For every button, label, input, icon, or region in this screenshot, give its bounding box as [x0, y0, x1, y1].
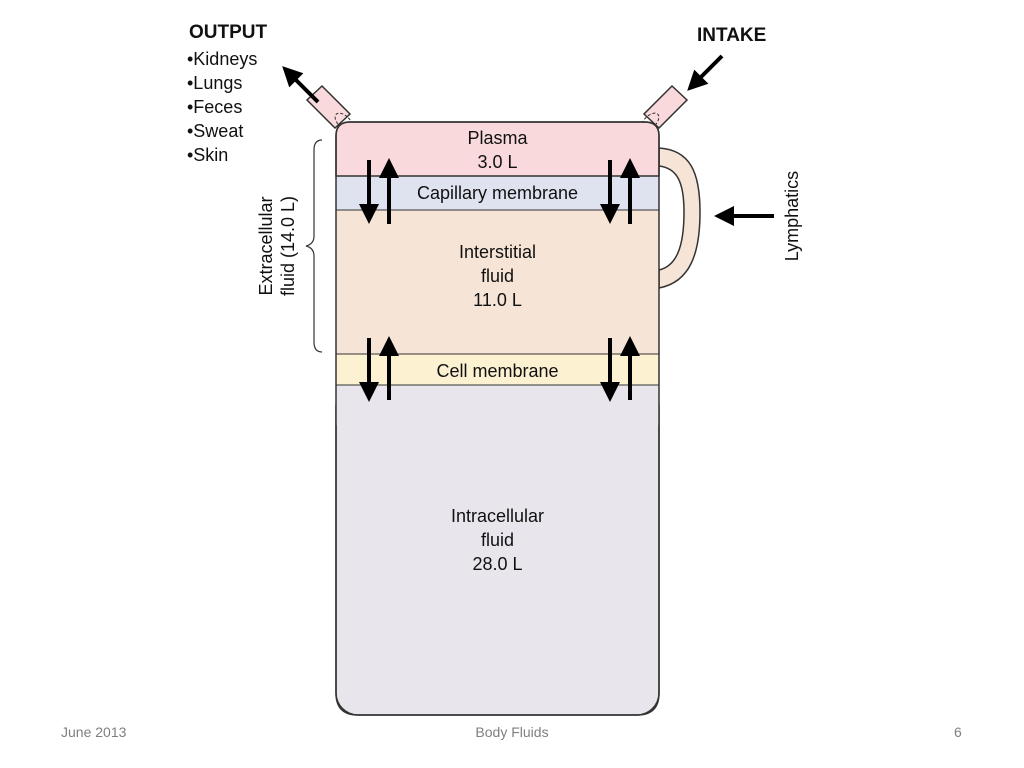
output-item-lungs: •Lungs	[187, 73, 243, 93]
cell-membrane-label: Cell membrane	[436, 361, 559, 381]
cell-exchange-arrows-right	[600, 336, 640, 402]
capillary-membrane-label: Capillary membrane	[416, 183, 579, 203]
output-item-feces: •Feces	[187, 97, 243, 117]
plasma-name: Plasma	[467, 128, 528, 148]
output-item-kidneys: •Kidneys	[187, 49, 258, 69]
plasma-label: Plasma 3.0 L	[336, 126, 659, 174]
intracellular-line2: fluid	[480, 530, 515, 550]
output-heading: OUTPUT	[189, 22, 268, 43]
lymphatics-label: Lymphatics	[782, 170, 802, 262]
slide-number: 6	[954, 724, 962, 740]
extracellular-brace	[305, 139, 323, 353]
intake-heading: INTAKE	[697, 25, 767, 46]
extracellular-line1: Extracellular	[256, 196, 276, 296]
extracellular-label: Extracellular fluid (14.0 L)	[255, 196, 299, 296]
interstitial-line2: fluid	[480, 266, 515, 286]
extracellular-line2: fluid (14.0 L)	[278, 195, 298, 297]
output-item-sweat: •Sweat	[187, 121, 244, 141]
interstitial-label: Interstitial fluid 11.0 L	[336, 240, 659, 312]
intracellular-volume: 28.0 L	[472, 554, 523, 574]
capillary-exchange-arrows-right	[600, 158, 640, 224]
interstitial-line1: Interstitial	[458, 242, 537, 262]
output-item-skin: •Skin	[187, 145, 229, 165]
container-outline	[335, 121, 660, 716]
footer-date: June 2013	[61, 724, 127, 740]
output-list: •Kidneys •Lungs •Feces •Sweat •Skin	[187, 47, 257, 167]
capillary-exchange-arrows-left	[359, 158, 399, 224]
plasma-volume: 3.0 L	[477, 152, 518, 172]
interstitial-volume: 11.0 L	[473, 290, 522, 310]
interstitial-region	[335, 209, 660, 355]
intracellular-label: Intracellular fluid 28.0 L	[336, 504, 659, 576]
footer-title: Body Fluids	[475, 724, 549, 740]
output-arrow	[282, 66, 320, 104]
intracellular-line1: Intracellular	[450, 506, 545, 526]
lymphatic-vessel	[658, 147, 701, 289]
cell-exchange-arrows-left	[359, 336, 399, 402]
intake-arrow	[687, 54, 724, 91]
